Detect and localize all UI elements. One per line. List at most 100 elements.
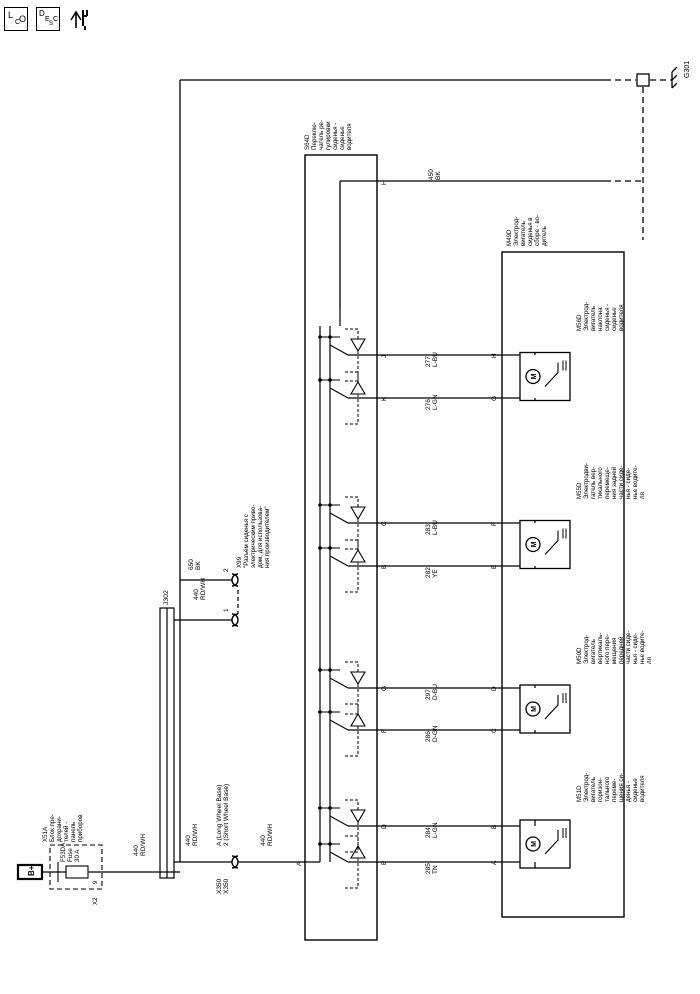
motor-assembly-label: M49D Электрод- вигатель сиденья в сборе … bbox=[506, 215, 548, 246]
location-button[interactable]: L C O bbox=[4, 7, 28, 31]
motor-symbol: M bbox=[531, 841, 538, 847]
motor-icon bbox=[525, 836, 541, 852]
motor-label-line: вертикаль- bbox=[597, 633, 604, 664]
motor-label-line: горизон- bbox=[597, 778, 604, 802]
motor-label-line: водителя bbox=[618, 304, 625, 331]
tools-button[interactable] bbox=[68, 6, 94, 32]
thermal-breaker-icon bbox=[544, 830, 559, 855]
motor-label-line: сиденье bbox=[632, 778, 639, 802]
motor-label-line: Электрод- bbox=[583, 302, 590, 331]
svg-text:X51A: X51A bbox=[42, 826, 49, 842]
tools-icon bbox=[70, 10, 88, 30]
motor-label-line: переме- bbox=[611, 779, 618, 802]
fuse-title-4: панель bbox=[70, 822, 77, 842]
assembly-title-4: сборе - во- bbox=[534, 215, 541, 246]
description-icon-c: C bbox=[53, 16, 59, 23]
splice-node bbox=[636, 73, 650, 87]
motor-icon bbox=[525, 368, 541, 385]
switch-pin-label: K bbox=[381, 396, 388, 401]
wire-color: L-BU bbox=[432, 352, 439, 367]
svg-text:Блок пре-: Блок пре- bbox=[49, 814, 56, 842]
thermal-breaker-icon bbox=[544, 362, 559, 387]
arrow-down-icon bbox=[350, 809, 366, 824]
x350-label-1: X350 bbox=[216, 878, 223, 894]
motor-label-line: M50D bbox=[576, 647, 583, 664]
motor-symbol: M bbox=[531, 706, 538, 712]
wire-440-c-num: 440 bbox=[260, 835, 267, 846]
wire-450-num: 450 bbox=[428, 169, 435, 180]
wire-number: 285 bbox=[425, 863, 432, 874]
assembly-pin-label: H bbox=[491, 353, 498, 358]
motor-icon bbox=[525, 536, 541, 553]
motor-label-line: M51D bbox=[576, 785, 583, 802]
svg-text:панель: панель bbox=[70, 822, 77, 842]
motor-icon bbox=[525, 701, 541, 717]
motor-label-line: ля bbox=[646, 657, 653, 664]
switch-title-2: чатель ре- bbox=[318, 120, 325, 150]
motor-label-line: сиденье bbox=[611, 307, 618, 331]
arrow-up-icon bbox=[350, 712, 366, 727]
fuse-pin: 9 bbox=[92, 880, 99, 884]
motor-label-line: передней bbox=[618, 636, 625, 664]
fuse-type: Fuse bbox=[67, 848, 74, 862]
fuse-connector: X2 bbox=[92, 897, 99, 905]
assembly-pin-label: B bbox=[491, 825, 498, 829]
svg-text:дохрани-: дохрани- bbox=[56, 816, 63, 842]
x99-pin-2: 2 bbox=[223, 568, 230, 572]
assembly-title-2: вигатель bbox=[520, 221, 527, 246]
assembly-pin-label: F bbox=[491, 522, 498, 526]
switch-title-1: Переклю- bbox=[311, 122, 318, 150]
switch-pin-label: C bbox=[381, 521, 388, 526]
assembly-title-1: Электрод- bbox=[513, 217, 520, 246]
switch-pin-label: D bbox=[381, 824, 388, 829]
wire-color: L-GN bbox=[432, 394, 439, 410]
motor-label-line: вигатель bbox=[590, 306, 597, 331]
motor-label-line: M55D bbox=[576, 482, 583, 499]
description-button[interactable]: D E S C bbox=[36, 7, 60, 31]
x99-pin-1: 1 bbox=[223, 608, 230, 612]
arrow-down-icon bbox=[350, 671, 366, 686]
wire-color: D-GN bbox=[432, 725, 439, 742]
motor-label-line: нье водите- bbox=[639, 630, 646, 664]
assembly-pin-label: A bbox=[491, 860, 498, 865]
motor-symbol: M bbox=[531, 541, 538, 547]
fuse-title-0: X51A bbox=[42, 826, 49, 842]
fuse-symbol bbox=[65, 865, 89, 879]
thermal-breaker-icon bbox=[544, 530, 559, 555]
switch-title-0: S64D bbox=[304, 134, 311, 150]
description-icon-s: S bbox=[49, 21, 54, 27]
switch-pin-label: F bbox=[381, 729, 388, 733]
motor-label-line: ного пере- bbox=[604, 634, 611, 664]
motor-label-line: Электродви- bbox=[583, 463, 590, 499]
switch-title-4: сиденья - bbox=[332, 123, 339, 150]
motor-label-line: ля bbox=[639, 492, 646, 499]
toolbar: L C O D E S C bbox=[4, 4, 94, 34]
motor-label-line: мещения bbox=[611, 638, 618, 664]
switch-pin-a: A bbox=[296, 861, 303, 866]
motor-assembly-box bbox=[501, 251, 625, 918]
switch-label: S64D Переклю- чатель ре- гулировки сиден… bbox=[304, 120, 353, 150]
motor-label-line: части сиде- bbox=[618, 466, 625, 499]
x99-desc-0: X99 bbox=[236, 556, 243, 568]
motor-label-line: нья - сиде- bbox=[625, 468, 632, 499]
fuse-title-3: телей - bbox=[63, 822, 70, 842]
arrow-down-icon bbox=[350, 506, 366, 521]
switch-title-6: водителя bbox=[346, 123, 353, 150]
motor-label-line: M56D bbox=[576, 314, 583, 331]
x350-connector bbox=[231, 855, 239, 869]
fuse-name: F53DA bbox=[60, 842, 67, 862]
arrow-down-icon bbox=[350, 338, 366, 353]
motor-label-line: нье водите- bbox=[632, 465, 639, 499]
fuse-title-1: Блок пре- bbox=[49, 814, 56, 842]
x350-label-2: X350 bbox=[223, 878, 230, 894]
assembly-pin-label: D bbox=[491, 686, 498, 691]
switch-pin-label: E bbox=[381, 860, 388, 865]
motor-label-line: водителя bbox=[639, 775, 646, 802]
wire-440-a-num: 440 bbox=[133, 845, 140, 856]
wire-color: TN bbox=[432, 865, 439, 874]
